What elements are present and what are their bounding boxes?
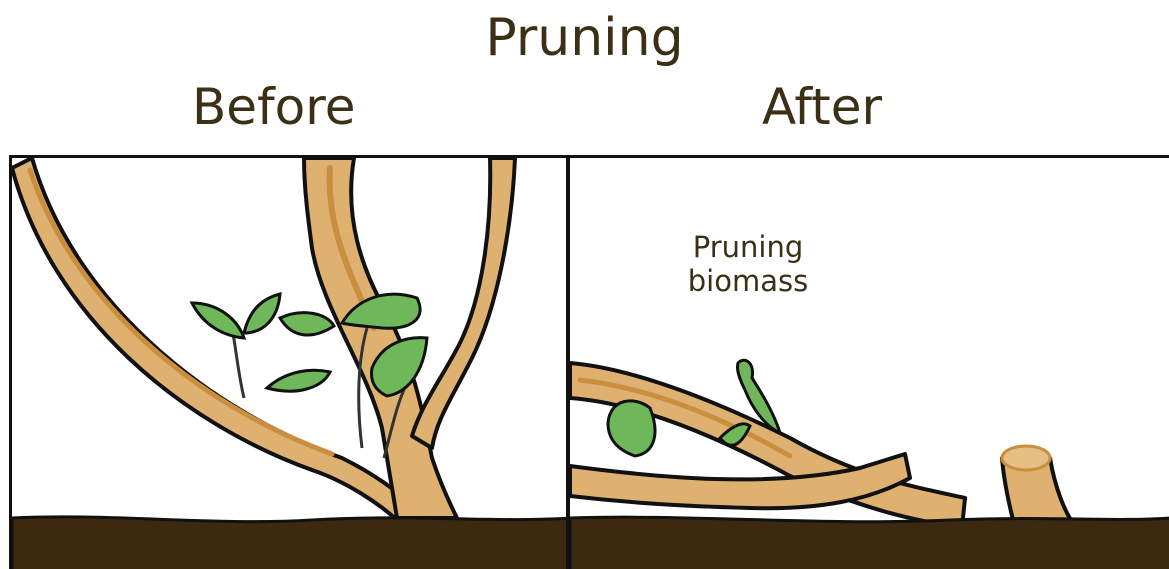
after-label: After [762, 76, 882, 138]
soil [12, 517, 569, 569]
before-panel [9, 155, 569, 569]
leaf-1 [192, 303, 244, 338]
stump-top [1002, 446, 1050, 470]
leaf-2 [244, 294, 280, 333]
before-label: Before [192, 76, 355, 138]
left-branch-shade [30, 170, 332, 454]
after-illustration [570, 158, 1169, 569]
after-panel: Pruning biomass [567, 155, 1169, 569]
soil [570, 517, 1169, 569]
leaf-3 [280, 313, 334, 335]
biomass-leaf-1 [608, 401, 655, 456]
figure-title: Pruning [0, 6, 1169, 70]
right-branch [412, 158, 515, 448]
before-illustration [12, 158, 569, 569]
leaf-6 [267, 370, 330, 391]
